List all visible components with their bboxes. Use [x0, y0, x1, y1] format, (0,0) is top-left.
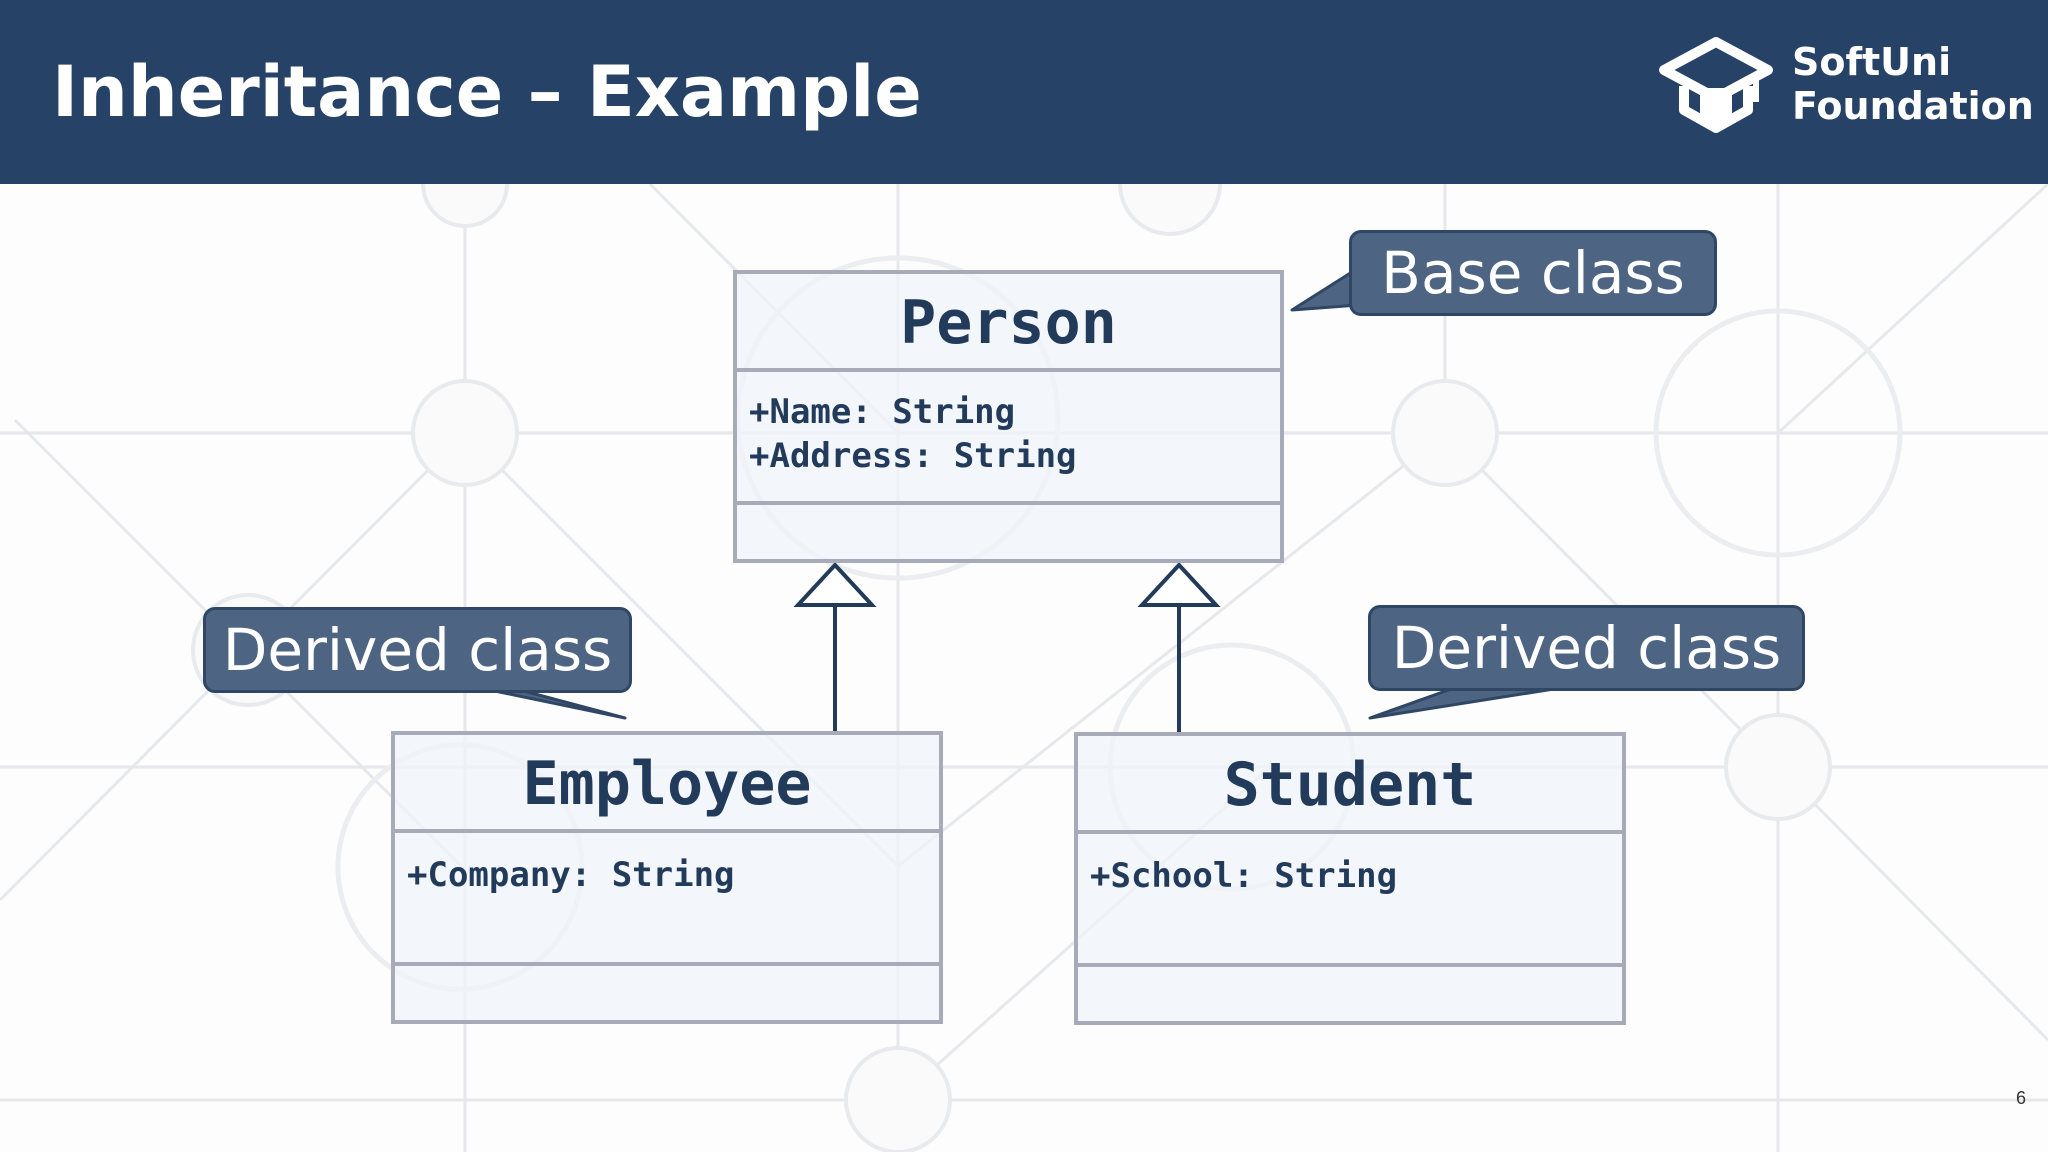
attributes-person: +Name: String +Address: String — [737, 372, 1280, 505]
class-name-employee: Employee — [395, 735, 939, 833]
graduation-cap-cube-icon — [1659, 37, 1773, 133]
slide-title: Inheritance – Example — [52, 51, 922, 133]
derived-right-callout-tail — [1368, 686, 1562, 720]
attribute-address: +Address: String — [749, 436, 1077, 476]
uml-class-employee: Employee +Company: String — [391, 731, 943, 1024]
attribute-school: +School: String — [1090, 856, 1398, 896]
uml-class-student: Student +School: String — [1074, 732, 1626, 1025]
derived-class-callout-right: Derived class — [1368, 605, 1805, 691]
base-class-callout: Base class — [1349, 230, 1717, 316]
class-name-person: Person — [737, 274, 1280, 372]
title-bar: Inheritance – Example SoftUni Foundation — [0, 0, 2048, 184]
uml-class-person: Person +Name: String +Address: String — [733, 270, 1284, 563]
derived-left-callout-tail — [488, 688, 627, 720]
attribute-name: +Name: String — [749, 392, 1016, 432]
logo-line-2: Foundation — [1792, 84, 2034, 128]
attributes-student: +School: String — [1078, 834, 1622, 967]
logo-wordmark: SoftUni Foundation — [1792, 40, 2034, 128]
page-number: 6 — [2015, 1088, 2026, 1108]
class-name-student: Student — [1078, 736, 1622, 834]
attributes-employee: +Company: String — [395, 833, 939, 966]
employee-inheritance-arrowhead — [793, 562, 877, 607]
logo-line-1: SoftUni — [1792, 40, 1952, 84]
student-inheritance-arrowhead — [1137, 562, 1221, 607]
attribute-company: +Company: String — [407, 855, 735, 895]
derived-class-callout-left: Derived class — [203, 607, 632, 693]
softuni-foundation-logo: SoftUni Foundation — [1656, 36, 2034, 136]
